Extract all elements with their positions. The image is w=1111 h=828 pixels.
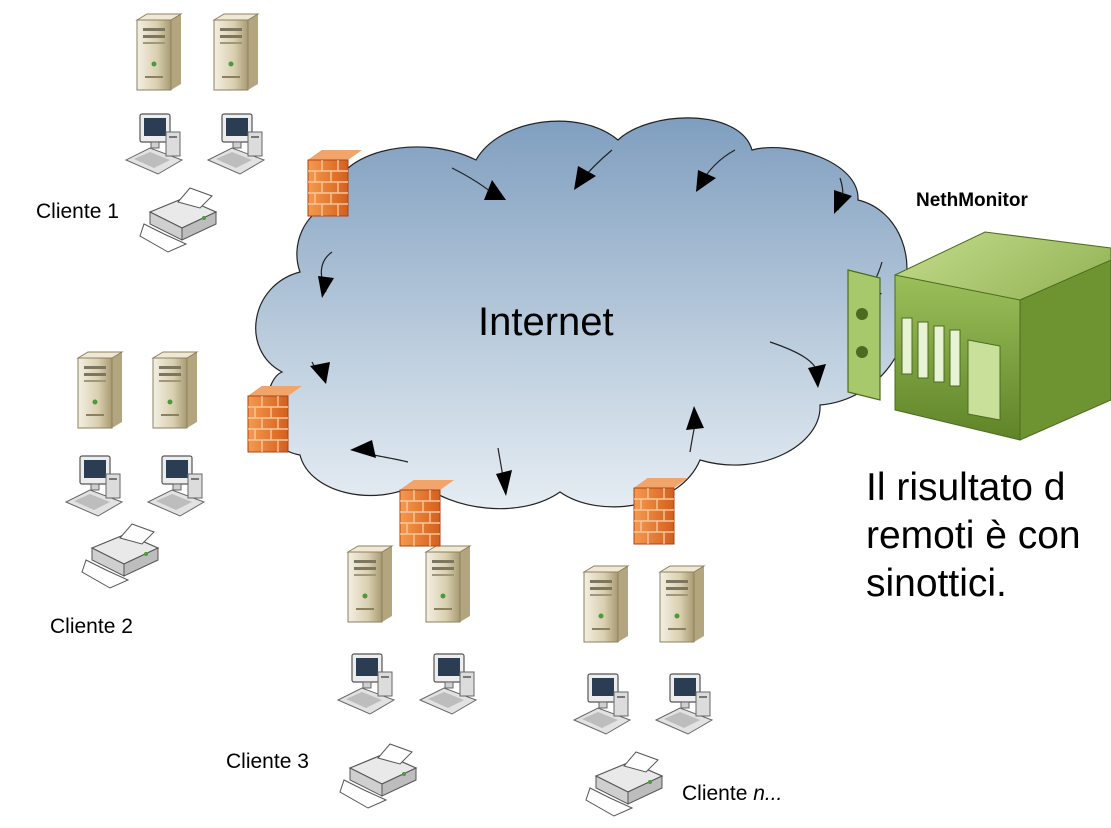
workstation-icon [125,113,183,175]
printer-icon [81,523,159,589]
printer-icon [139,187,217,253]
client-1-label: Cliente 1 [36,200,119,223]
internet-label: Internet [478,300,614,344]
printer-icon [585,751,663,817]
client-n-label-italic: n... [753,782,783,805]
caption-line-2: remoti è con [866,514,1081,557]
client-n-group [573,565,713,817]
workstation-icon [419,653,477,715]
client-n-label: Cliente n... [682,782,782,806]
server-icon [659,565,705,643]
client-n-label-prefix: Cliente [682,782,754,805]
client-2-group [65,351,205,589]
workstation-icon [573,673,631,735]
network-device-icon [847,231,1111,441]
client-1-group [125,13,265,253]
server-icon [136,13,182,91]
workstation-icon [655,673,713,735]
workstation-icon [65,455,123,517]
server-icon [425,545,471,623]
caption-line-1: Il risultato d [866,466,1066,509]
printer-icon [339,743,417,809]
server-icon [213,13,259,91]
server-icon [347,545,393,623]
server-icon [152,351,198,429]
firewall-icon [633,477,689,545]
nethmonitor-label: NethMonitor [916,190,1028,211]
caption-line-3: sinottici. [866,562,1007,605]
server-icon [77,351,123,429]
workstation-icon [337,653,395,715]
client-3-group [337,545,477,809]
arrow-icon [310,166,882,496]
caption-text: Il risultato d remoti è con sinottici. [866,464,1111,608]
client-2-label: Cliente 2 [50,615,133,638]
server-icon [583,565,629,643]
workstation-icon [147,455,205,517]
workstation-icon [207,113,265,175]
client-3-label: Cliente 3 [226,750,309,773]
